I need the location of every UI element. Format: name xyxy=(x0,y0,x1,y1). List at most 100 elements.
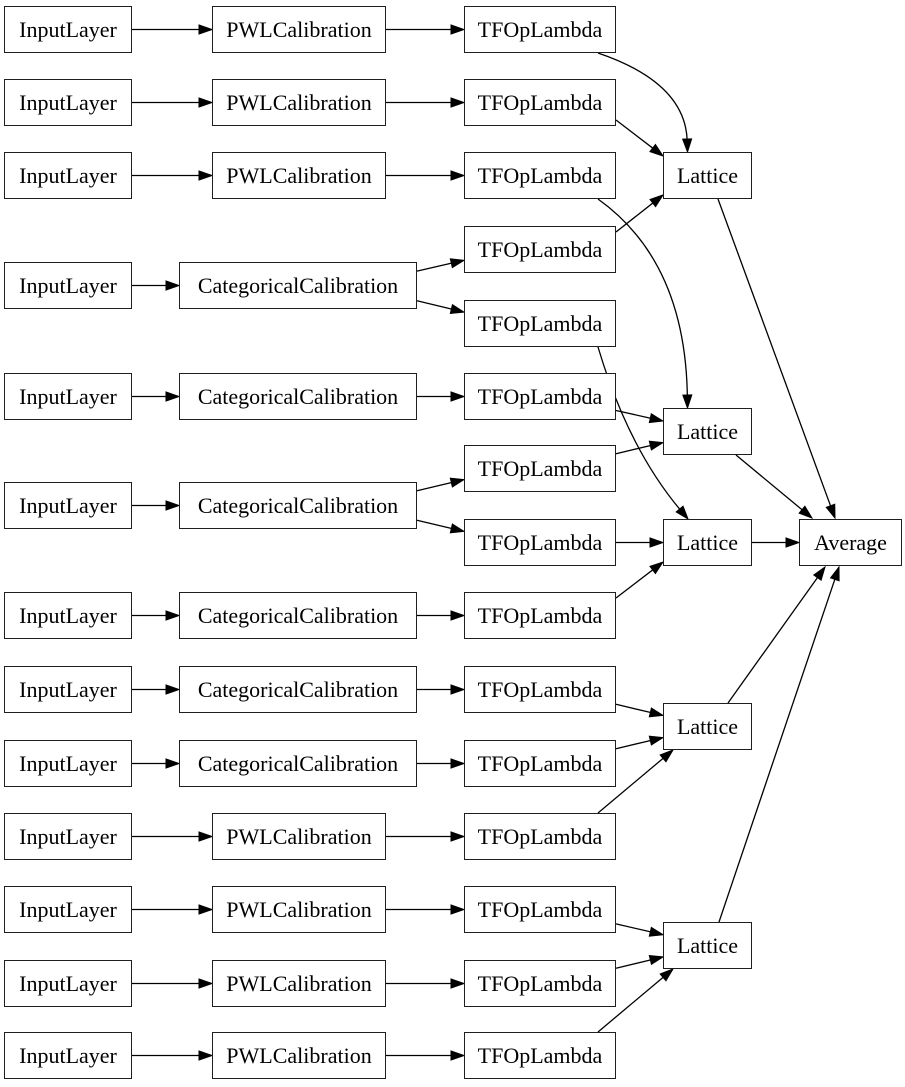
arrowhead-icon xyxy=(449,303,466,314)
arrowhead-icon xyxy=(648,926,665,937)
node-tfop6: TFOpLambda xyxy=(464,373,616,420)
arrowhead-icon xyxy=(812,565,826,582)
arrowhead-icon xyxy=(649,194,665,208)
node-tfop8: TFOpLambda xyxy=(464,519,616,566)
edge-cal13-tfop15 xyxy=(386,1050,466,1061)
node-avg: Average xyxy=(799,519,902,566)
edge-il10-cal10 xyxy=(132,831,214,842)
edge-tfop7-lat2 xyxy=(615,440,665,455)
arrowhead-icon xyxy=(198,24,214,35)
node-tfop2: TFOpLambda xyxy=(464,79,616,126)
arrowhead-icon xyxy=(165,280,181,291)
edge-cal10-tfop12 xyxy=(386,831,466,842)
arrowhead-icon xyxy=(198,904,214,915)
arrowhead-icon xyxy=(449,523,466,534)
edge-cal3-tfop3 xyxy=(386,170,466,181)
edge-tfop6-lat2 xyxy=(615,409,665,424)
node-lat1: Lattice xyxy=(663,152,752,199)
edge-cal5-tfop6 xyxy=(417,391,466,402)
edge-cal9-tfop11 xyxy=(417,758,466,769)
node-cal7: CategoricalCalibration xyxy=(179,592,417,639)
edge-lat2-avg xyxy=(735,454,814,519)
arrowhead-icon xyxy=(785,537,801,548)
edge-lat3-avg xyxy=(752,537,801,548)
node-il5: InputLayer xyxy=(4,373,132,420)
arrowhead-icon xyxy=(198,170,214,181)
arrowhead-icon xyxy=(165,684,181,695)
edge-il3-cal3 xyxy=(132,170,214,181)
node-cal4: CategoricalCalibration xyxy=(179,262,417,309)
edge-cal6-tfop8 xyxy=(416,519,466,534)
node-lat5: Lattice xyxy=(663,922,752,969)
node-cal5: CategoricalCalibration xyxy=(179,373,417,420)
arrowhead-icon xyxy=(648,955,665,966)
node-lat4: Lattice xyxy=(663,703,752,750)
arrowhead-icon xyxy=(682,394,693,410)
node-cal1: PWLCalibration xyxy=(212,6,386,53)
edge-tfop8-lat3 xyxy=(616,537,665,548)
edge-cal4-tfop4 xyxy=(416,258,466,272)
arrowhead-icon xyxy=(450,684,466,695)
arrowhead-icon xyxy=(450,610,466,621)
arrowhead-icon xyxy=(829,565,840,582)
arrowhead-icon xyxy=(648,735,665,746)
edge-tfop11-lat4 xyxy=(615,735,665,750)
edge-il4-cal4 xyxy=(132,280,181,291)
node-lat3: Lattice xyxy=(663,519,752,566)
edge-il7-cal7 xyxy=(132,610,181,621)
node-il13: InputLayer xyxy=(4,1032,132,1079)
arrowhead-icon xyxy=(165,610,181,621)
node-cal2: PWLCalibration xyxy=(212,79,386,126)
arrowhead-icon xyxy=(648,707,665,718)
node-lat2: Lattice xyxy=(663,408,752,455)
node-il8: InputLayer xyxy=(4,666,132,713)
edge-lat1-avg xyxy=(717,198,836,520)
node-il9: InputLayer xyxy=(4,740,132,787)
edge-tfop5-lat3 xyxy=(597,346,689,521)
edge-cal6-tfop7 xyxy=(416,477,466,492)
node-il10: InputLayer xyxy=(4,813,132,860)
node-tfop3: TFOpLambda xyxy=(464,152,616,199)
node-cal13: PWLCalibration xyxy=(212,1032,386,1079)
edge-il2-cal2 xyxy=(132,97,214,108)
node-il3: InputLayer xyxy=(4,152,132,199)
edge-il6-cal6 xyxy=(132,500,181,511)
arrowhead-icon xyxy=(450,904,466,915)
arrowhead-icon xyxy=(825,503,836,520)
arrowhead-icon xyxy=(649,561,665,575)
node-tfop11: TFOpLambda xyxy=(464,740,616,787)
arrowhead-icon xyxy=(198,978,214,989)
edge-cal4-tfop5 xyxy=(416,300,466,314)
arrowhead-icon xyxy=(450,758,466,769)
edge-tfop12-lat4 xyxy=(597,749,675,814)
arrowhead-icon xyxy=(659,968,675,982)
arrowhead-icon xyxy=(681,138,693,154)
arrowhead-icon xyxy=(449,477,466,488)
edge-tfop9-lat3 xyxy=(615,561,665,599)
edge-tfop2-lat1 xyxy=(615,119,665,157)
arrowhead-icon xyxy=(198,97,214,108)
arrowhead-icon xyxy=(449,258,466,269)
node-cal11: PWLCalibration xyxy=(212,886,386,933)
node-cal8: CategoricalCalibration xyxy=(179,666,417,713)
node-il11: InputLayer xyxy=(4,886,132,933)
arrowhead-icon xyxy=(165,758,181,769)
node-il2: InputLayer xyxy=(4,79,132,126)
edge-tfop4-lat1 xyxy=(615,194,665,233)
arrowhead-icon xyxy=(165,500,181,511)
node-il1: InputLayer xyxy=(4,6,132,53)
edge-cal12-tfop14 xyxy=(386,978,466,989)
node-cal9: CategoricalCalibration xyxy=(179,740,417,787)
arrowhead-icon xyxy=(450,978,466,989)
edge-il9-cal9 xyxy=(132,758,181,769)
arrowhead-icon xyxy=(649,537,665,548)
arrowhead-icon xyxy=(165,391,181,402)
node-tfop5: TFOpLambda xyxy=(464,300,616,347)
edge-il5-cal5 xyxy=(132,391,181,402)
edge-cal1-tfop1 xyxy=(386,24,466,35)
edge-il12-cal12 xyxy=(132,978,214,989)
node-cal6: CategoricalCalibration xyxy=(179,482,417,529)
arrowhead-icon xyxy=(198,1050,214,1061)
